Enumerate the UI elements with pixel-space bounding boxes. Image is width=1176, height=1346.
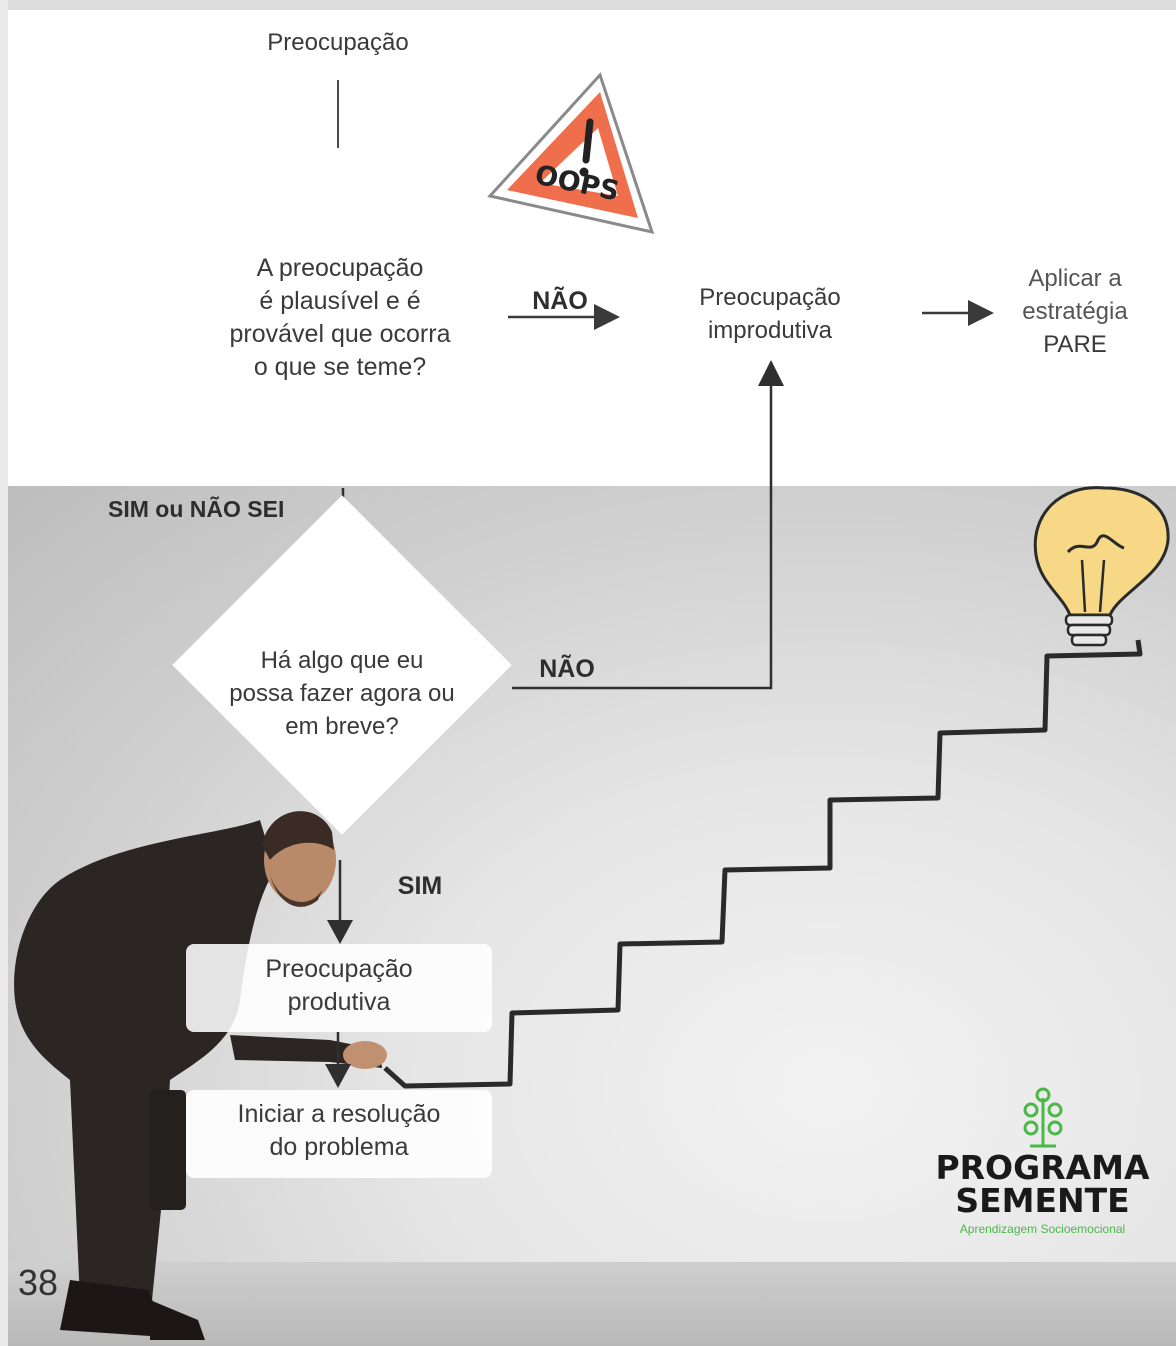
apply-strategy-node: Aplicar a estratégia PARE: [995, 262, 1155, 361]
productive-box: [186, 944, 492, 1032]
logo-title-line1: PROGRAMA: [935, 1148, 1150, 1187]
unproductive-line: Preocupação: [699, 284, 841, 311]
question2-line: possa fazer agora ou: [229, 680, 455, 707]
stairs-drawing: [383, 639, 1143, 1089]
apply-strategy-line: Aplicar a: [1028, 265, 1122, 292]
top-band: [0, 0, 1176, 10]
no-label-2: NÃO: [539, 655, 595, 683]
lightbulb-icon: [1033, 486, 1170, 647]
apply-strategy-line: estratégia: [1022, 298, 1128, 325]
question1-line: provável que ocorra: [229, 320, 451, 348]
logo-title-line2: SEMENTE: [955, 1181, 1130, 1220]
question1-node: A preocupação é plausível e é provável q…: [190, 252, 490, 384]
start-solving-line: do problema: [269, 1133, 409, 1161]
question2-line: Há algo que eu: [260, 647, 424, 674]
unproductive-line: improdutiva: [707, 317, 833, 344]
start-solving-line: Iniciar a resolução: [237, 1100, 441, 1128]
start-node: Preocupação: [267, 29, 409, 56]
question2-line: em breve?: [285, 713, 399, 740]
question1-line: o que se teme?: [253, 353, 427, 381]
yes-or-dont-know-label: SIM ou NÃO SEI: [108, 496, 285, 522]
page-number: 38: [18, 1262, 59, 1303]
no-label-1: NÃO: [532, 287, 588, 315]
logo-subtitle: Aprendizagem Socioemocional: [959, 1222, 1126, 1236]
question1-line: A preocupação: [256, 254, 424, 282]
question2-node: Há algo que eu possa fazer agora ou em b…: [200, 644, 484, 743]
floor: [8, 1262, 1176, 1346]
yes-label: SIM: [397, 872, 443, 900]
start-solving-node: Iniciar a resolução do problema: [186, 1098, 492, 1164]
productive-line: produtiva: [287, 988, 391, 1016]
arrow-yes: [327, 860, 353, 944]
arrow-to-solving: [325, 1032, 351, 1088]
apply-strategy-line: PARE: [1043, 331, 1107, 358]
page-edge: [0, 0, 8, 1346]
unproductive-node: Preocupação improdutiva: [670, 281, 870, 347]
arrow-no-1: [508, 304, 620, 330]
productive-line: Preocupação: [265, 955, 413, 983]
start-solving-box: [186, 1090, 492, 1178]
productive-node: Preocupação produtiva: [186, 953, 492, 1019]
arrow-no-2: [512, 360, 784, 690]
arrow-to-strategy: [922, 300, 994, 326]
question1-line: é plausível e é: [259, 287, 421, 315]
